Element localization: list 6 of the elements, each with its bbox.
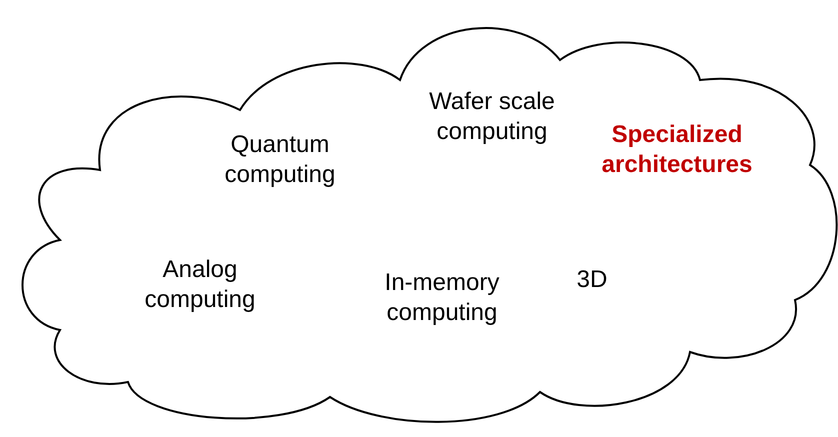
cloud-text: Quantum computing	[224, 130, 336, 190]
cloud-text: In-memory computing	[384, 268, 500, 328]
cloud-text: Specialized architectures	[600, 120, 754, 180]
cloud-text: 3D	[576, 265, 608, 295]
cloud-text: Analog computing	[144, 255, 256, 315]
cloud-text: Wafer scale computing	[428, 87, 556, 147]
